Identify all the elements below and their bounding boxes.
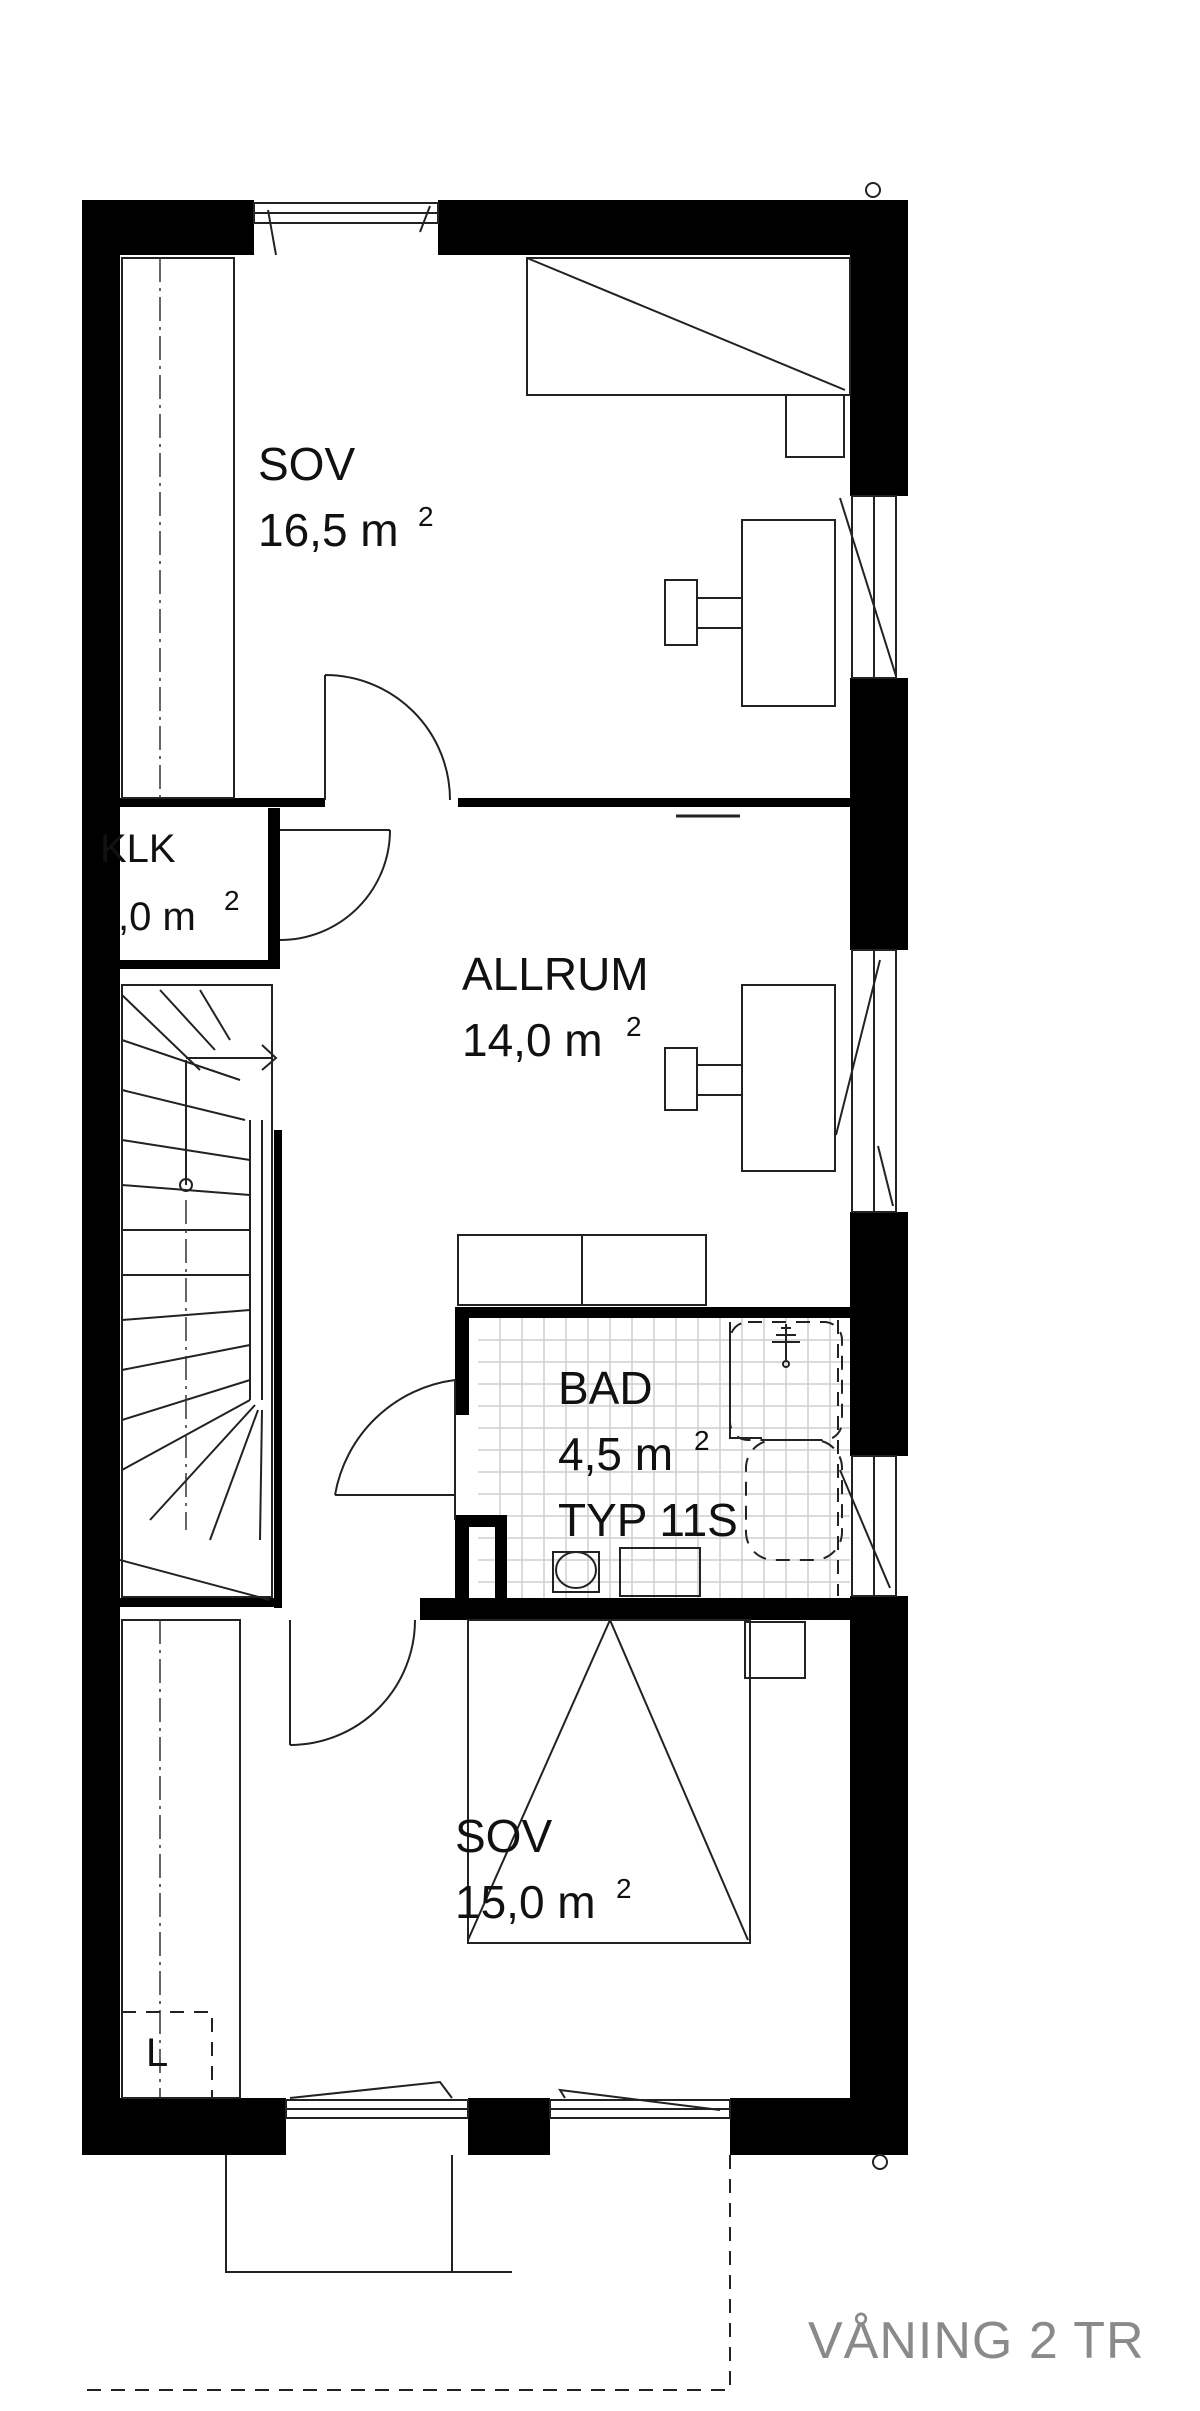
room-name: BAD [558, 1362, 653, 1414]
bathroom-type: TYP 11S [558, 1494, 738, 1546]
room-name: SOV [258, 438, 355, 490]
room-label-klk: KLK ,0 m 2 [100, 827, 240, 939]
room-name: KLK [100, 827, 176, 871]
area-superscript: 2 [694, 1425, 710, 1456]
floor-level-label: VÅNING 2 TR [808, 2312, 1145, 2370]
room-area: ,0 m [118, 895, 196, 939]
room-label-allrum: ALLRUM 14,0 m 2 [462, 948, 649, 1066]
doors [279, 674, 740, 1746]
linen-closet-label: L [146, 2031, 168, 2075]
room-label-bad: BAD 4,5 m 2 TYP 11S [558, 1362, 738, 1546]
area-superscript: 2 [224, 885, 240, 916]
room-label-sov-lower: SOV 15,0 m 2 [455, 1810, 632, 1928]
room-area: 4,5 m [558, 1428, 673, 1480]
bathroom-fixtures [552, 1320, 843, 1597]
corner-marker-icon [865, 182, 881, 198]
area-superscript: 2 [616, 1873, 632, 1904]
interior-walls [120, 798, 850, 1620]
staircase [121, 984, 278, 1598]
room-area: 15,0 m [455, 1876, 596, 1928]
room-name: SOV [455, 1810, 552, 1862]
area-superscript: 2 [626, 1011, 642, 1042]
room-area: 14,0 m [462, 1014, 603, 1066]
area-superscript: 2 [418, 501, 434, 532]
room-area: 16,5 m [258, 504, 399, 556]
exterior-walls [82, 200, 908, 2155]
windows [253, 202, 897, 2119]
furniture [457, 257, 851, 1944]
terrace [82, 2155, 731, 2391]
corner-marker-icon [872, 2154, 888, 2170]
wardrobes [119, 257, 271, 2099]
room-label-sov-upper: SOV 16,5 m 2 [258, 438, 434, 556]
room-name: ALLRUM [462, 948, 649, 1000]
